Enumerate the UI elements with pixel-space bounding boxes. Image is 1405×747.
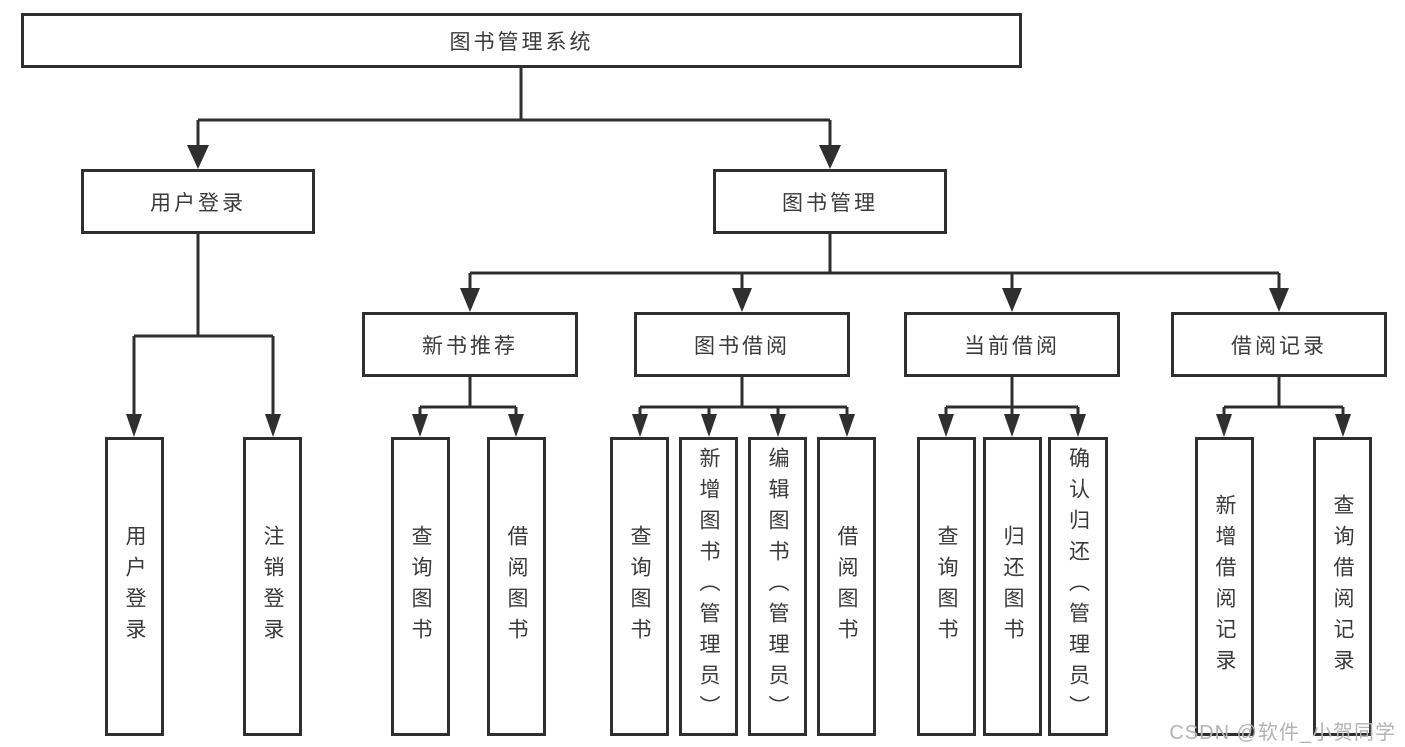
leaf-user-login: 用户登录 [105,437,164,736]
leaf-confirm-return-admin: 确认归还（管理员） [1048,437,1108,736]
node-current-borrowing: 当前借阅 [904,312,1120,377]
node-root: 图书管理系统 [21,13,1022,68]
leaf-edit-book-admin: 编辑图书（管理员） [748,437,807,736]
leaf-borrow-books-recommend: 借阅图书 [487,437,546,736]
node-book-borrowing: 图书借阅 [634,312,850,377]
node-book-management: 图书管理 [713,169,947,234]
watermark: CSDN @软件_小贺同学 [1169,722,1396,744]
node-new-book-recommendation: 新书推荐 [362,312,578,377]
leaf-query-borrow-record: 查询借阅记录 [1313,437,1372,736]
node-borrowing-records: 借阅记录 [1171,312,1387,377]
leaf-query-books-current: 查询图书 [917,437,976,736]
leaf-logout: 注销登录 [243,437,302,736]
leaf-borrow-books-borrow: 借阅图书 [817,437,876,736]
leaf-query-books-recommend: 查询图书 [391,437,450,736]
node-user-login: 用户登录 [81,169,315,234]
leaf-return-books: 归还图书 [983,437,1042,736]
arrowheads [126,145,1351,437]
leaf-query-books-borrow: 查询图书 [610,437,669,736]
leaf-add-book-admin: 新增图书（管理员） [679,437,738,736]
leaf-add-borrow-record: 新增借阅记录 [1195,437,1254,736]
